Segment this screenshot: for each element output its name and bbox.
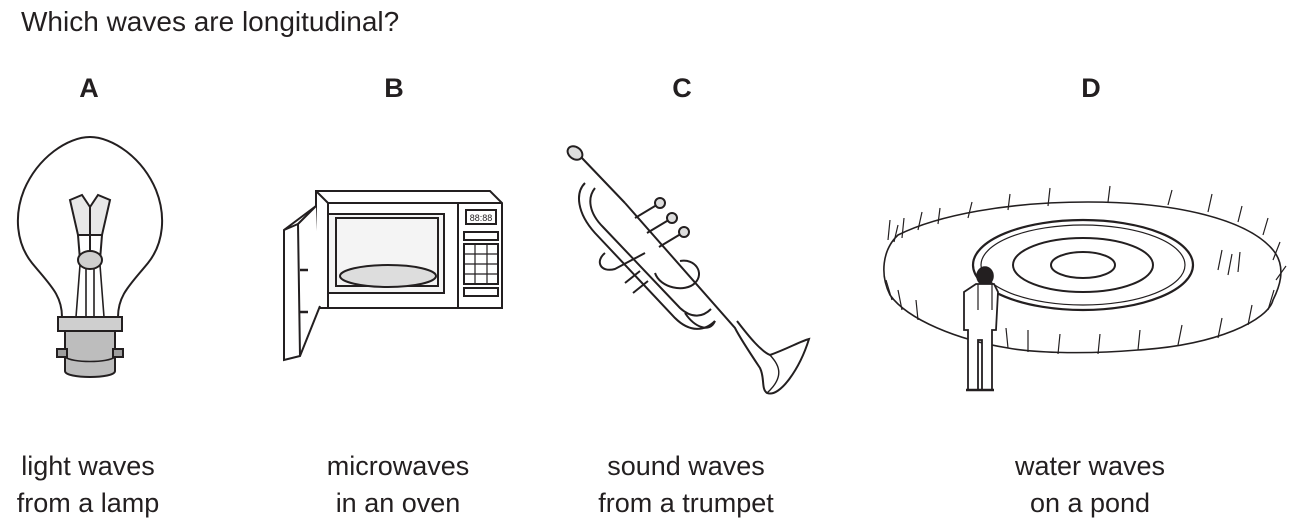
option-d-letter: D [1081,73,1101,103]
option-a-line2: from a lamp [16,488,160,518]
option-b-line2: in an oven [335,488,461,518]
question-text: Which waves are longitudinal? [21,6,400,37]
option-a-letter: A [79,73,99,103]
option-d-caption: water waves on a pond [960,448,1220,522]
option-a-line1: light waves [21,451,155,481]
option-b-caption: microwaves in an oven [268,448,528,522]
option-c-line2: from a trumpet [598,488,774,518]
option-b-line1: microwaves [326,451,470,481]
pond-ripples-icon [878,180,1298,398]
option-c-letter: C [672,73,692,103]
option-d-line2: on a pond [1029,488,1151,518]
oven-display-text: 88:88 [470,213,493,223]
option-d-line1: water waves [1014,451,1166,481]
microwave-oven-icon: 88:88 [278,188,506,363]
trumpet-icon [565,143,815,398]
option-c-line1: sound waves [607,451,765,481]
light-bulb-icon [10,135,170,385]
option-a-caption: light waves from a lamp [0,448,218,522]
option-c-caption: sound waves from a trumpet [556,448,816,522]
option-b-letter: B [384,73,404,103]
